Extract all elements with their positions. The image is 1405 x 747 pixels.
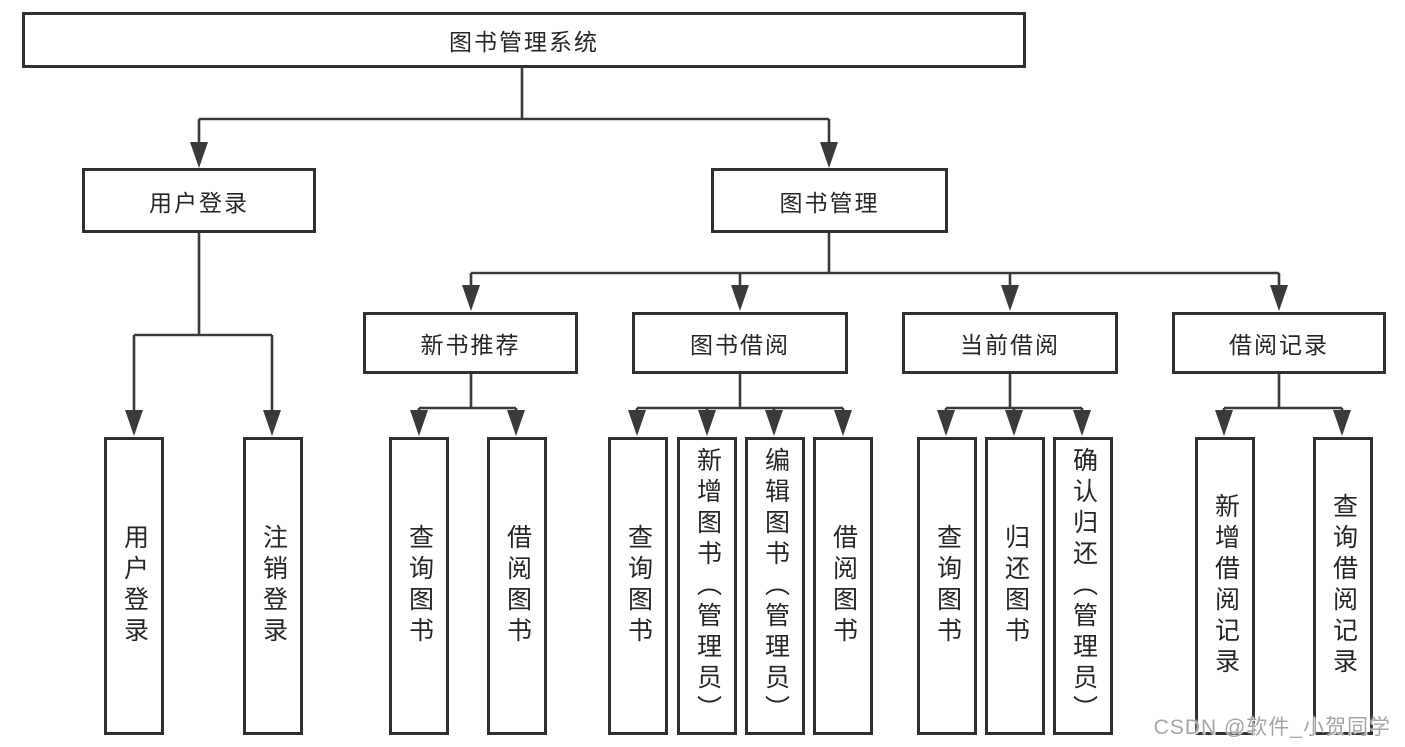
node-label: 借阅图书	[503, 524, 532, 648]
node-label: 注销登录	[259, 524, 288, 648]
node-library-management-system: 图书管理系统	[22, 12, 1026, 68]
leaf-add-borrow-record: 新增借阅记录	[1195, 437, 1255, 735]
node-label: 图书借阅	[690, 332, 790, 358]
node-label: 图书管理系统	[449, 29, 599, 55]
node-label: 查询图书	[624, 524, 653, 648]
node-label: 图书管理	[779, 189, 880, 216]
node-label: 确认归还（管理员）	[1069, 446, 1098, 726]
node-book-borrowing: 图书借阅	[632, 312, 848, 374]
node-label: 用户登录	[120, 524, 149, 648]
node-label: 用户登录	[149, 189, 249, 216]
node-label: 编辑图书（管理员）	[761, 446, 790, 726]
node-label: 借阅图书	[829, 524, 858, 648]
leaf-confirm-return-admin: 确认归还（管理员）	[1053, 437, 1113, 735]
leaf-edit-books-admin: 编辑图书（管理员）	[745, 437, 805, 735]
leaf-query-borrow-record: 查询借阅记录	[1313, 437, 1373, 735]
node-label: 新增借阅记录	[1211, 493, 1240, 679]
csdn-watermark: CSDN @软件_小贺同学	[1153, 716, 1391, 739]
node-label: 归还图书	[1001, 524, 1030, 648]
node-label: 新书推荐	[420, 332, 521, 358]
node-label: 查询图书	[405, 524, 434, 648]
node-borrowing-records: 借阅记录	[1172, 312, 1386, 374]
arrowheads	[125, 142, 1351, 436]
leaf-borrow-books-recommend: 借阅图书	[487, 437, 547, 735]
leaf-user-login: 用户登录	[104, 437, 164, 735]
leaf-return-books: 归还图书	[985, 437, 1045, 735]
node-user-login-branch: 用户登录	[82, 168, 316, 233]
leaf-borrow-books: 借阅图书	[813, 437, 873, 735]
node-new-book-recommendation: 新书推荐	[363, 312, 578, 374]
leaf-query-books-recommend: 查询图书	[389, 437, 449, 735]
node-label: 借阅记录	[1229, 332, 1329, 358]
node-book-management-branch: 图书管理	[711, 168, 948, 233]
node-current-borrowing: 当前借阅	[902, 312, 1118, 374]
node-label: 当前借阅	[960, 332, 1060, 358]
node-label: 查询图书	[933, 524, 962, 648]
leaf-query-books-borrowing: 查询图书	[608, 437, 668, 735]
leaf-query-books-current: 查询图书	[917, 437, 977, 735]
leaf-add-books-admin: 新增图书（管理员）	[677, 437, 737, 735]
node-label: 查询借阅记录	[1329, 493, 1358, 679]
node-label: 新增图书（管理员）	[693, 446, 722, 726]
leaf-logout: 注销登录	[243, 437, 303, 735]
